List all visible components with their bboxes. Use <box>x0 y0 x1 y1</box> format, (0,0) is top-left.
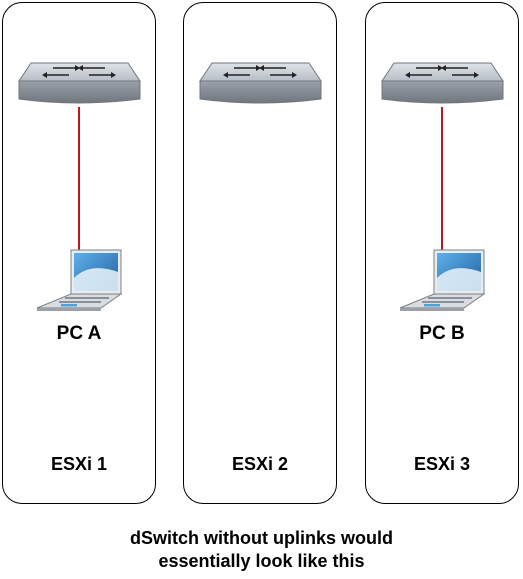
switch-icon <box>198 59 323 109</box>
network-link <box>78 107 80 252</box>
esxi-host-3: PC B ESXi 3 <box>365 2 519 504</box>
caption-line-1: dSwitch without uplinks would <box>130 528 393 548</box>
host-label: ESXi 2 <box>231 454 289 474</box>
diagram-caption: dSwitch without uplinks would essentiall… <box>0 527 523 573</box>
pc-label: PC B <box>419 323 465 344</box>
caption-line-2: essentially look like this <box>158 551 365 571</box>
switch-icon <box>17 59 142 109</box>
pc-label: PC A <box>56 323 102 344</box>
switch-icon <box>380 59 505 109</box>
laptop-icon <box>35 248 125 312</box>
host-label: ESXi 1 <box>50 454 108 474</box>
network-link <box>441 107 443 252</box>
laptop-icon <box>398 248 488 312</box>
esxi-host-2: ESXi 2 <box>183 2 337 504</box>
esxi-host-1: PC A ESXi 1 <box>2 2 156 504</box>
host-label: ESXi 3 <box>413 454 471 474</box>
